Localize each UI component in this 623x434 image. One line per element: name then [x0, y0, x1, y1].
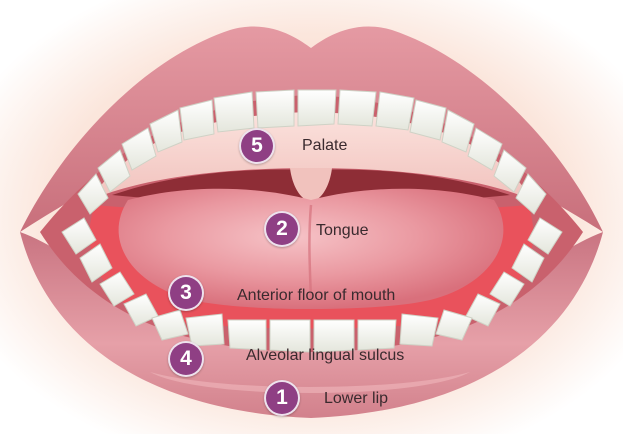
label-lower-lip: Lower lip — [324, 390, 388, 408]
marker-anterior-floor: 3 — [168, 275, 204, 311]
marker-lower-lip: 1 — [264, 380, 300, 416]
marker-alveolar-sulcus: 4 — [168, 341, 204, 377]
marker-tongue: 2 — [264, 211, 300, 247]
label-anterior-floor: Anterior floor of mouth — [237, 287, 395, 305]
label-tongue: Tongue — [316, 222, 369, 240]
marker-palate: 5 — [239, 128, 275, 164]
label-palate: Palate — [302, 137, 347, 155]
label-alveolar-sulcus: Alveolar lingual sulcus — [246, 347, 404, 365]
tongue-midline — [309, 205, 311, 300]
